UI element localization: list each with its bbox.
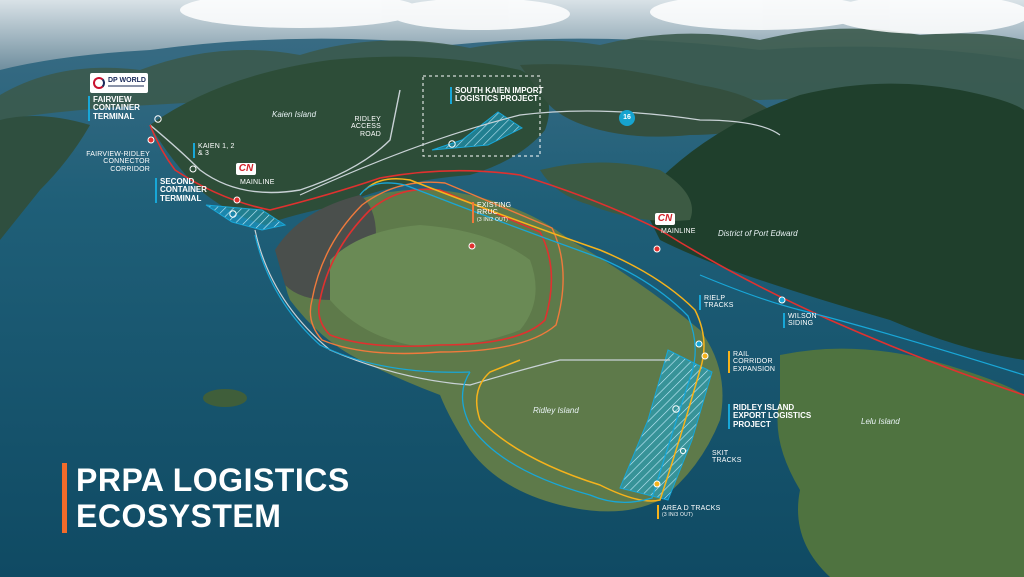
marker-second-terminal — [229, 210, 237, 218]
marker-rielp — [695, 340, 703, 348]
label-rielp-tracks: RIELP TRACKS — [699, 295, 738, 310]
label-rail-corridor: RAIL CORRIDOR EXPANSION — [728, 351, 789, 374]
ridley-road — [254, 229, 670, 386]
rruc-loop-orange — [309, 181, 564, 355]
label-second-terminal: SECOND CONTAINER TERMINAL — [155, 177, 218, 204]
place-lelu-island: Lelu Island — [861, 417, 900, 426]
marker-south-kaien — [448, 140, 456, 148]
label-fairview-terminal: FAIRVIEW CONTAINER TERMINAL — [88, 95, 163, 122]
label-kaien-123: KAIEN 1, 2 & 3 — [193, 143, 238, 158]
cn-logo-east: CN — [655, 213, 675, 225]
label-wilson-siding: WILSON SIDING — [783, 313, 822, 328]
highway-16-icon: 16 — [619, 110, 635, 126]
kaien-island-land — [150, 56, 550, 225]
label-skit-tracks: SKIT TRACKS — [712, 450, 742, 465]
label-mainline-east: MAINLINE — [661, 228, 696, 235]
title-accent-bar — [62, 463, 67, 533]
map-title: PRPA LOGISTICS ECOSYSTEM — [76, 462, 350, 534]
marker-mainline-east — [653, 245, 661, 253]
cn-logo-west: CN — [236, 163, 256, 175]
label-existing-rruc: EXISTING RRUC (3 IN/2 OUT) — [472, 202, 525, 223]
marker-fairview-ridley — [147, 136, 155, 144]
marker-fairview — [154, 115, 162, 123]
label-existing-rruc-sub: (3 IN/2 OUT) — [477, 216, 509, 223]
west-shore — [0, 116, 90, 240]
label-area-d-title: AREA D TRACKS — [662, 505, 721, 512]
marker-rruc — [468, 242, 476, 250]
label-ridley-export: RIDLEY ISLAND EXPORT LOGISTICS PROJECT — [728, 403, 823, 430]
port-edward-land — [540, 162, 692, 221]
marker-ridley-export — [672, 405, 680, 413]
marker-wilson — [778, 296, 786, 304]
map-title-line2: ECOSYSTEM — [76, 498, 282, 534]
yellow-tracks — [364, 178, 705, 502]
label-south-kaien: SOUTH KAIEN IMPORT LOGISTICS PROJECT — [450, 86, 545, 104]
dp-world-logo: DP WORLD — [90, 73, 148, 93]
clouds — [180, 0, 1024, 34]
second-terminal-area — [205, 204, 287, 231]
label-mainline-west: MAINLINE — [240, 179, 275, 186]
label-ridley-access-road: RIDLEY ACCESS ROAD — [351, 116, 381, 138]
cn-mainline-track — [149, 124, 1024, 396]
place-district-port-edward: District of Port Edward — [718, 229, 798, 238]
label-fairview-ridley-corridor: FAIRVIEW-RIDLEY CONNECTOR CORRIDOR — [86, 151, 150, 173]
map-title-line1: PRPA LOGISTICS — [76, 462, 350, 498]
dp-world-swirl-icon — [93, 77, 105, 89]
south-kaien-boundary — [422, 75, 541, 157]
place-kaien-island: Kaien Island — [272, 110, 317, 119]
rruc-loop-red — [317, 188, 553, 348]
ridley-inner-field — [330, 225, 536, 346]
blue-tracks-west — [254, 234, 471, 373]
east-mountains — [640, 83, 1024, 361]
label-existing-rruc-title: EXISTING RRUC — [477, 202, 512, 217]
label-area-d: AREA D TRACKS (3 IN/3 OUT) — [657, 505, 722, 519]
map-markers — [147, 115, 786, 488]
ridley-access-road — [149, 89, 401, 194]
marker-mainline-west — [233, 196, 241, 204]
marker-rail-corridor — [701, 352, 709, 360]
marker-kaien — [189, 165, 197, 173]
marker-area-d — [653, 480, 661, 488]
south-kaien-area — [431, 111, 523, 151]
dp-world-logo-text: DP WORLD — [108, 77, 146, 84]
place-ridley-island: Ridley Island — [533, 406, 579, 415]
blue-tracks — [359, 182, 696, 503]
marker-skit — [679, 447, 687, 455]
blue-tracks-east — [699, 274, 1024, 376]
north-land — [520, 64, 780, 137]
lelu-island-land — [777, 348, 1024, 577]
label-area-d-sub: (3 IN/3 OUT) — [662, 512, 694, 519]
highway-16-road — [299, 110, 781, 196]
small-island — [203, 389, 247, 407]
ridley-export-area — [619, 349, 713, 501]
dp-world-logo-subline — [108, 85, 144, 87]
